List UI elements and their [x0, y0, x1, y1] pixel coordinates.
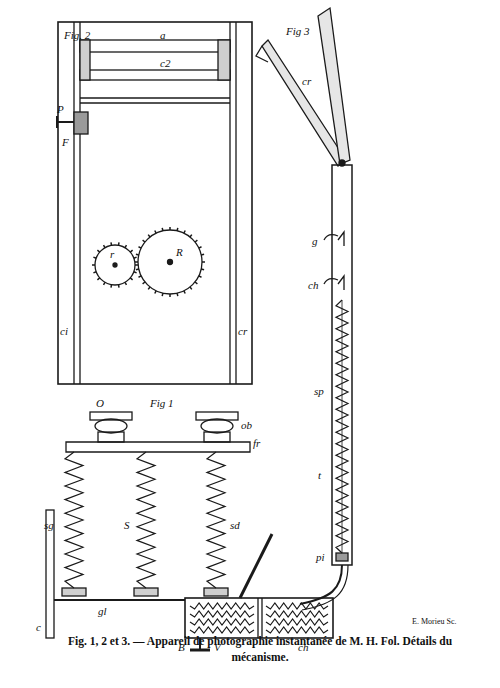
bar-end	[218, 40, 230, 80]
part-label: fr	[253, 438, 260, 449]
coil-spring	[190, 611, 254, 617]
pin-P	[56, 116, 58, 128]
gear-teeth	[92, 227, 205, 297]
piston-pi	[336, 553, 348, 561]
gear-r-axle	[113, 263, 117, 267]
gear-tooth	[135, 227, 205, 297]
coil-spring	[190, 627, 254, 633]
coil-spring	[266, 619, 328, 625]
hook-ch	[324, 276, 344, 290]
engraver-signature: E. Morieu Sc.	[412, 618, 456, 626]
cable	[302, 565, 348, 610]
lever-arm	[318, 8, 350, 164]
part-label: Fig. 2	[64, 30, 90, 41]
glass-gl	[54, 599, 185, 601]
lens-O	[95, 419, 127, 433]
coil-spring	[190, 619, 254, 625]
lens-ob	[204, 432, 230, 442]
part-label: R	[176, 247, 183, 258]
part-label: sd	[230, 520, 240, 531]
part-label: F	[62, 137, 69, 148]
part-label: c2	[160, 58, 170, 69]
foot	[134, 588, 158, 596]
part-label: r	[110, 249, 114, 260]
rail	[235, 22, 236, 384]
part-label: ob	[241, 420, 252, 431]
box-divider	[257, 598, 258, 638]
rod	[342, 300, 343, 555]
crossbar	[80, 97, 230, 98]
spring-sp	[336, 300, 348, 553]
gear-R-axle	[168, 260, 173, 265]
bar-c2	[80, 70, 230, 80]
coil-spring	[266, 627, 328, 633]
pin-P	[56, 121, 74, 123]
rail	[73, 22, 74, 384]
gear-R	[138, 230, 202, 294]
part-label: cr	[302, 76, 311, 87]
tube-t	[332, 165, 352, 565]
handle	[240, 534, 272, 598]
part-label: Fig 1	[150, 398, 174, 409]
bellows-S	[137, 452, 155, 588]
catch-F	[74, 112, 88, 134]
part-label: a	[160, 30, 166, 41]
part-label: S	[124, 520, 130, 531]
part-label: cr	[238, 326, 247, 337]
coil-spring	[190, 603, 254, 609]
hook-g	[324, 232, 344, 246]
lens-ob	[201, 419, 233, 433]
part-label: sp	[314, 386, 324, 397]
bar-end	[80, 40, 90, 80]
bellows-sd	[207, 452, 225, 588]
part-label: pi	[316, 552, 325, 563]
part-label: c	[36, 622, 41, 633]
part-label: g	[312, 236, 318, 247]
lever-hook	[256, 46, 268, 62]
crossbar	[80, 102, 230, 103]
figure-caption: Fig. 1, 2 et 3. — Appareil de photograph…	[40, 634, 480, 665]
box-divider	[261, 598, 262, 638]
coil-spring	[266, 611, 328, 617]
gear-r	[95, 245, 135, 285]
part-label: gl	[98, 606, 107, 617]
front-plate-fr	[66, 442, 250, 452]
springs	[65, 300, 348, 633]
foot	[204, 588, 228, 596]
part-label: P	[57, 104, 64, 115]
part-label: Fig 3	[286, 26, 310, 37]
lens-O	[98, 432, 124, 442]
foot	[62, 588, 86, 596]
part-label: t	[318, 470, 321, 481]
screw-V	[190, 649, 210, 652]
bar-a	[80, 40, 230, 52]
part-label: O	[96, 398, 104, 409]
coil-spring	[266, 603, 328, 609]
part-label: sg	[44, 520, 54, 531]
bellows-sg	[65, 452, 83, 588]
part-label: ch	[308, 280, 318, 291]
frame	[58, 22, 252, 384]
box-B	[185, 598, 333, 638]
part-label: ci	[60, 326, 68, 337]
gear-tooth	[92, 242, 138, 287]
